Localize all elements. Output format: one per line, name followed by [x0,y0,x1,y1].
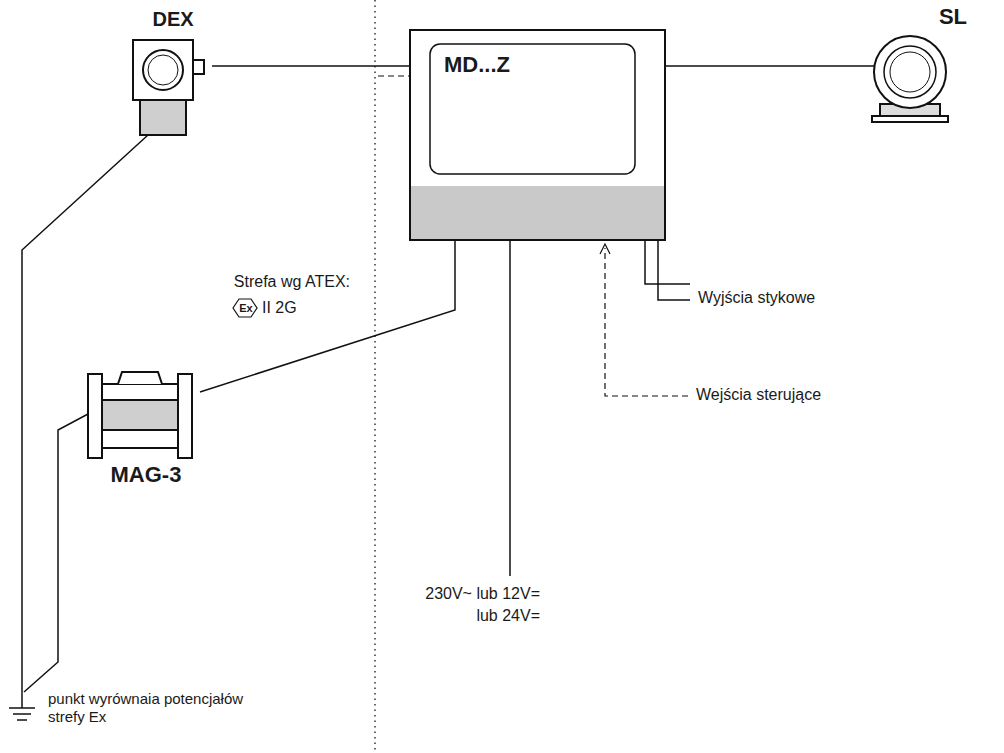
power-wire [509,240,511,576]
output-wire [658,240,690,300]
controller-box: MD...Z [410,30,665,240]
zone-label: II 2G [262,298,297,317]
wire-connector [665,65,875,67]
zone-boundary [374,0,376,753]
control-wire [605,248,688,396]
controller-unit [410,30,665,240]
dashed-link [378,75,410,76]
device-label: SL [939,4,967,30]
signal-device [872,36,948,122]
device-label: DEX [128,8,218,31]
ex-mark [233,299,257,317]
device-label: MAG-3 [80,462,212,488]
power-label: 230V~ lub 12V= [425,584,540,603]
device-label: MD...Z [444,52,510,78]
sensor-box: DEX [128,4,218,138]
zone-label: Strefa wg ATEX: [234,272,350,291]
wire-connector [200,240,455,392]
signal-box: SL [872,4,967,124]
solenoid-valve [88,372,192,458]
input-label: Wejścia sterujące [696,385,821,404]
output-wire [645,240,690,284]
power-label: lub 24V= [476,606,540,625]
output-label: Wyjścia stykowe [698,288,815,307]
ex-symbol-text: Ex [237,301,255,315]
input-arrow [600,244,610,254]
dex-sensor [133,40,204,135]
ground-wires [9,135,148,720]
wire-connector [212,65,410,67]
valve-box: MAG-3 [80,360,212,488]
ground-label: punkt wyrównaia potencjałów strefy Ex [48,690,248,726]
